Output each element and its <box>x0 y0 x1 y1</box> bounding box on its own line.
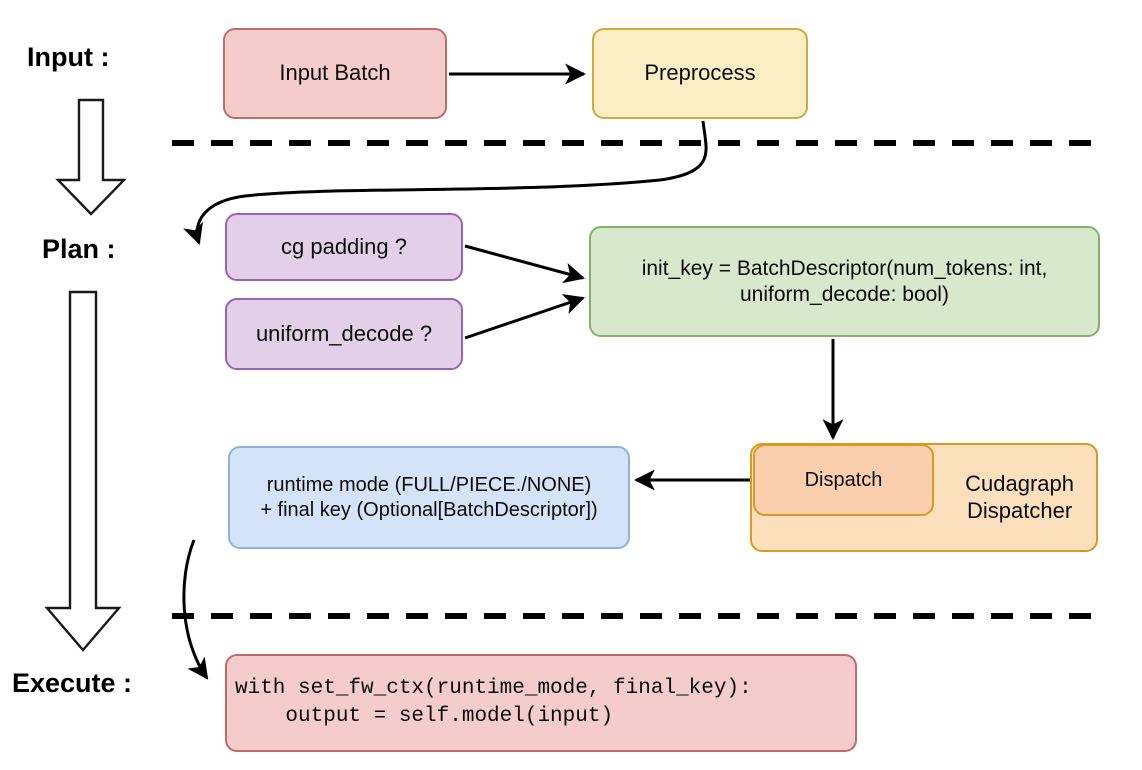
node-uniform-decode-label: uniform_decode ? <box>255 320 433 346</box>
node-runtime-mode[interactable]: runtime mode (FULL/PIECE./NONE) + final … <box>228 446 630 549</box>
node-dispatch-label: Dispatch <box>804 468 883 491</box>
plan-to-execute-arrow <box>44 290 122 652</box>
stage-label-execute: Execute : <box>12 668 133 698</box>
stage-label-input: Input : <box>27 42 110 72</box>
node-input-batch-label: Input Batch <box>279 60 391 86</box>
connector-uniform-decode-to-init-key <box>464 294 585 340</box>
node-preprocess[interactable]: Preprocess <box>592 28 808 119</box>
node-preprocess-label: Preprocess <box>644 60 756 86</box>
node-init-key-label: init_key = BatchDescriptor(num_tokens: i… <box>641 256 1048 306</box>
node-cudagraph-dispatcher-label: Cudagraph Dispatcher <box>965 470 1074 523</box>
node-init-key[interactable]: init_key = BatchDescriptor(num_tokens: i… <box>589 226 1100 337</box>
node-cg-padding[interactable]: cg padding ? <box>225 213 463 281</box>
node-input-batch[interactable]: Input Batch <box>223 28 447 119</box>
input-to-plan-arrow <box>55 98 127 216</box>
node-cg-padding-label: cg padding ? <box>281 233 407 259</box>
node-runtime-mode-label: runtime mode (FULL/PIECE./NONE) + final … <box>260 474 598 521</box>
node-code-block[interactable]: with set_fw_ctx(runtime_mode, final_key)… <box>225 654 857 752</box>
connector-cg-padding-to-init-key <box>464 244 586 284</box>
node-dispatch[interactable]: Dispatch <box>753 444 934 516</box>
node-uniform-decode[interactable]: uniform_decode ? <box>225 298 463 370</box>
node-code-block-text: with set_fw_ctx(runtime_mode, final_key)… <box>235 676 752 728</box>
connector-runtime-mode-to-code-block <box>182 539 209 680</box>
stage-label-plan: Plan : <box>42 234 116 264</box>
